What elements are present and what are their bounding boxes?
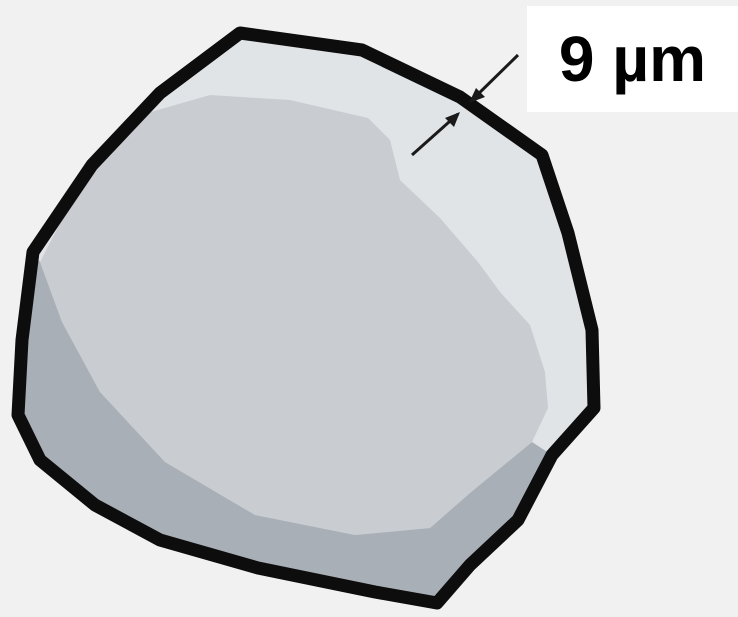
scale-label: 9 µm — [527, 6, 738, 112]
